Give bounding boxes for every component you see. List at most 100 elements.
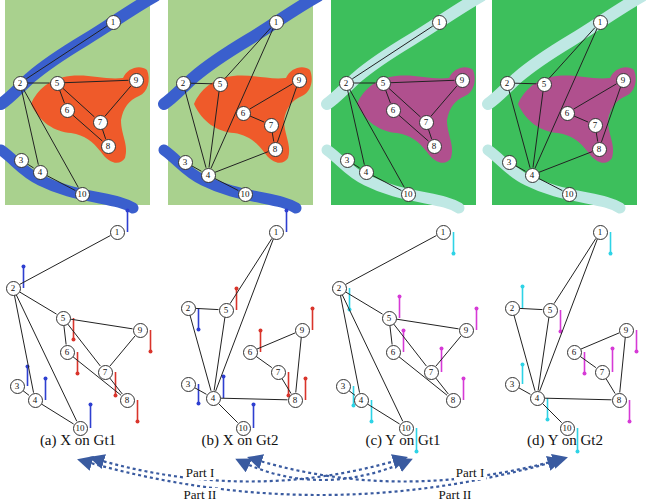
signal-tip	[304, 377, 308, 381]
vertex-number: 1	[274, 228, 279, 237]
graph-vertex: 6	[243, 345, 258, 360]
graph-edge	[342, 295, 403, 421]
signal-bar	[260, 331, 262, 353]
graph-vertex: 5	[213, 77, 228, 92]
graph-edge	[214, 317, 225, 390]
signal-bar	[612, 349, 614, 373]
signal-tip	[136, 420, 140, 424]
vertex-number: 6	[65, 106, 70, 115]
graph-vertex: 7	[264, 118, 279, 133]
graph-vertex: 8	[120, 393, 135, 408]
graph-edge	[580, 356, 596, 367]
vertex-number: 2	[181, 79, 186, 88]
vertex-number: 1	[111, 18, 116, 27]
vertex-number: 3	[345, 156, 350, 165]
signal-bar	[610, 232, 612, 254]
graph-vertex: 6	[386, 103, 401, 118]
signal-tip	[583, 372, 587, 376]
graph-edge	[350, 90, 405, 188]
graph-edge	[282, 378, 291, 393]
graph-edge	[16, 295, 77, 421]
graph-edge	[539, 178, 563, 190]
signal-bar	[522, 365, 524, 385]
part-label: Part I	[454, 466, 487, 480]
graph-vertex: 1	[593, 225, 608, 240]
signal-tip	[462, 377, 466, 381]
signal-bar	[636, 330, 638, 352]
vertex-number: 5	[55, 79, 60, 88]
graph-edge	[390, 80, 454, 82]
panel-caption: (b) X on Gt2	[201, 432, 278, 449]
vertex-number: 7	[593, 121, 598, 130]
vertex-number: 3	[183, 158, 188, 167]
graph-edge	[218, 403, 237, 422]
vertex-number: 10	[239, 424, 248, 433]
graph-edge	[192, 166, 202, 172]
vertex-number: 10	[563, 424, 572, 433]
signal-bar	[305, 379, 307, 401]
panel-caption: (a) X on Gt1	[40, 432, 116, 449]
graph-edge	[539, 152, 592, 173]
graph-vertex: 3	[14, 153, 29, 168]
vertex-number: 4	[33, 396, 38, 405]
graph-vertex: 8	[268, 142, 283, 157]
graph-edge	[353, 164, 359, 168]
graph-vertex: 3	[336, 379, 351, 394]
map-panel	[327, 0, 481, 208]
signal-tip	[149, 350, 153, 354]
signal-tip	[576, 450, 580, 454]
signal-bar	[137, 400, 139, 422]
graph-edge	[256, 356, 272, 367]
graph-edge	[272, 132, 274, 141]
vertex-number: 10	[76, 424, 85, 433]
map-panel	[1, 0, 155, 208]
vertex-number: 2	[18, 79, 23, 88]
part-label: Part II	[437, 488, 474, 502]
graph-edge	[352, 26, 432, 79]
signal-tip	[197, 402, 201, 406]
vertex-number: 6	[65, 348, 70, 357]
signal-bar	[77, 352, 79, 374]
graph-edge	[190, 83, 212, 85]
graph-edge	[64, 80, 128, 82]
vertex-number: 9	[297, 76, 302, 85]
graph-vertex: 1	[593, 15, 608, 30]
graph-edge	[68, 324, 101, 366]
vertex-number: 9	[464, 326, 469, 335]
graph-vertex: 2	[13, 76, 28, 91]
vertex-number: 5	[381, 79, 386, 88]
vertex-number: 8	[451, 396, 456, 405]
signal-tip	[22, 265, 26, 269]
graph-vertex: 4	[530, 391, 545, 406]
graph-edge	[554, 238, 596, 303]
vertex-number: 8	[597, 145, 602, 154]
graph-edge	[195, 388, 207, 395]
graph-edge	[601, 87, 620, 142]
vertex-number: 6	[241, 109, 246, 118]
graph-vertex: 2	[500, 76, 515, 91]
vertex-number: 2	[337, 284, 342, 293]
graph-edge	[26, 26, 106, 79]
signal-tip	[197, 328, 201, 332]
graph-vertex: 9	[295, 323, 310, 338]
graph-edge	[349, 391, 355, 396]
graph-vertex: 4	[359, 165, 374, 180]
vertex-number: 9	[621, 76, 626, 85]
graph-vertex: 3	[178, 155, 193, 170]
signal-bar	[399, 297, 401, 319]
graph-vertex: 7	[271, 365, 286, 380]
graph-vertex: 2	[332, 281, 347, 296]
graph-edge	[606, 378, 615, 393]
graph-edge	[215, 178, 239, 190]
vertex-number: 1	[115, 228, 120, 237]
graph-vertex: 6	[560, 106, 575, 121]
graph-vertex: 5	[382, 311, 397, 326]
part-label: Part I	[184, 466, 217, 480]
signal-bar	[23, 267, 25, 289]
graph-vertex: 3	[181, 377, 196, 392]
graph-edge	[390, 325, 392, 344]
graph-edge	[60, 90, 65, 103]
graph-edge	[396, 319, 458, 329]
vertex-number: 3	[510, 380, 515, 389]
vertex-number: 1	[598, 228, 603, 237]
